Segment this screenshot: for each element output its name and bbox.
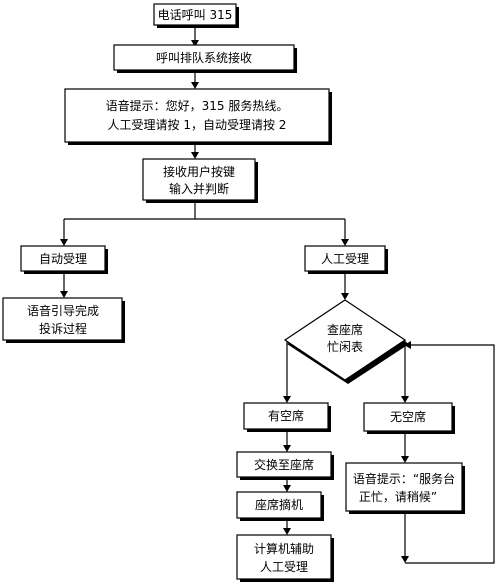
node-seat-pickup-label: 座席摘机 [255,497,303,512]
arrowhead [191,40,199,47]
node-computer-assist-line-1: 计算机辅助 [254,541,314,556]
node-no-seat: 无空席 [363,402,455,434]
node-voice-guide: 语音引导完成 投诉过程 [2,297,125,343]
node-transfer-seat: 交换至座席 [236,451,334,480]
node-queue-receive: 呼叫排队系统接收 [113,44,297,73]
node-busy-prompt: 语音提示：“服务台 正忙，请稍候” [345,462,465,514]
node-call-315: 电话呼叫 315 [153,3,239,28]
node-auto-accept-label: 自动受理 [39,252,87,266]
arrowhead [283,485,291,492]
node-call-315-label: 电话呼叫 315 [158,8,233,22]
node-voice-prompt-line-2: 人工受理请按 1，自动受理请按 2 [108,118,287,132]
node-receive-key-line-1: 接收用户按键 [163,164,235,179]
arrowhead [283,396,291,403]
node-no-seat-label: 无空席 [390,409,426,424]
arrowhead [404,341,411,349]
arrowhead [191,82,199,89]
node-manual-accept: 人工受理 [304,245,388,274]
node-check-seats-line-1: 查座席 [327,322,363,337]
node-receive-key: 接收用户按键 输入并判断 [142,158,258,203]
edge-loop-return [405,344,495,564]
node-busy-prompt-line-1: 语音提示：“服务台 [353,471,455,486]
node-voice-guide-line-2: 投诉过程 [39,321,87,336]
arrowhead [401,456,409,463]
node-check-seats-line-2: 忙闲表 [327,340,363,354]
node-voice-guide-line-1: 语音引导完成 [27,303,99,318]
node-seat-free-label: 有空席 [268,408,304,423]
arrowhead [401,396,409,403]
node-busy-prompt-line-2: 正忙，请稍候” [359,490,437,504]
node-computer-assist: 计算机辅助 人工受理 [236,534,334,582]
arrowhead [341,239,349,246]
node-voice-prompt-line-1: 语音提示：您好，315 服务热线。 [106,98,289,113]
node-check-seats: 查座席 忙闲表 [283,299,409,384]
arrowhead [191,152,199,159]
node-queue-receive-label: 呼叫排队系统接收 [156,50,252,65]
arrowhead [60,291,68,298]
node-receive-key-line-2: 输入并判断 [169,181,229,196]
node-transfer-seat-label: 交换至座席 [254,457,314,472]
arrowhead [401,556,409,563]
node-computer-assist-line-2: 人工受理 [260,560,308,574]
node-seat-pickup: 座席摘机 [236,491,324,521]
node-auto-accept: 自动受理 [20,245,108,274]
node-seat-free: 有空席 [243,402,331,432]
arrowhead [60,239,68,246]
arrowhead [341,293,349,300]
arrowhead [283,445,291,452]
node-voice-prompt: 语音提示：您好，315 服务热线。 人工受理请按 1，自动受理请按 2 [64,88,332,145]
node-manual-accept-label: 人工受理 [321,252,369,266]
arrowhead [283,528,291,535]
